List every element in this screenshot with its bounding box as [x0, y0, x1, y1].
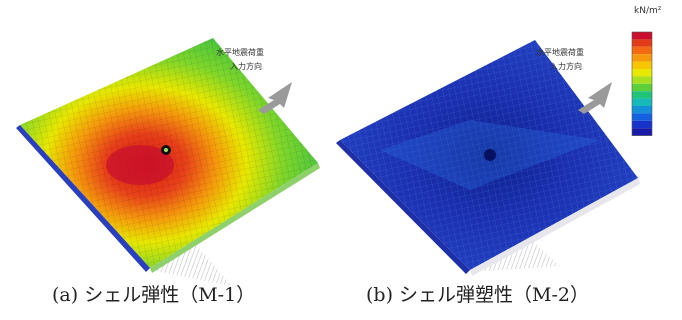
arrow-label-line1: 水平地震荷重 — [216, 48, 264, 57]
panel-b-column-node — [484, 149, 496, 161]
legend-values — [655, 32, 681, 135]
panel-b-model — [336, 40, 640, 276]
legend-value — [655, 84, 681, 91]
legend-swatch — [632, 91, 652, 99]
legend-value — [655, 128, 681, 135]
legend-swatch — [632, 39, 652, 47]
panel-a-edge-left — [16, 125, 150, 272]
legend-swatch — [632, 120, 652, 129]
legend-value — [655, 106, 681, 113]
legend-value — [655, 91, 681, 98]
legend-value — [655, 69, 681, 76]
legend-swatch — [632, 32, 652, 40]
legend-value — [655, 76, 681, 83]
legend-value — [655, 62, 681, 69]
legend-value — [655, 32, 681, 39]
legend-swatch — [632, 54, 652, 62]
legend-color-bar — [631, 31, 653, 136]
legend-value — [655, 121, 681, 128]
legend-swatch — [632, 61, 652, 69]
legend-value — [655, 54, 681, 61]
panel-a-model — [16, 38, 320, 286]
legend-swatch — [632, 113, 652, 121]
caption-a: (a) シェル弾性（M-1） — [52, 284, 256, 306]
legend-unit: kN/m² — [634, 6, 662, 16]
arrow-label-line2: 入力方向 — [230, 62, 262, 71]
arrow-label-line2: 入力方向 — [550, 62, 582, 71]
legend-value — [655, 113, 681, 120]
panel-a-edge-right — [150, 163, 320, 273]
legend-swatch — [632, 76, 652, 84]
legend-swatch — [632, 106, 652, 114]
panel-b-edge-left — [336, 140, 470, 274]
panel-a-hotspot — [106, 145, 174, 185]
legend-swatch — [632, 46, 652, 55]
legend-value — [655, 99, 681, 106]
legend-value — [655, 47, 681, 54]
legend-swatch — [632, 69, 652, 77]
caption-b: (b) シェル弾塑性（M-2） — [366, 284, 589, 306]
panel-b-arrow-label: 水平地震荷重 入力方向 — [536, 46, 584, 74]
legend-value — [655, 39, 681, 46]
arrow-label-line1: 水平地震荷重 — [536, 48, 584, 57]
panel-b-load-arrow — [578, 82, 612, 114]
panel-a-load-arrow — [258, 82, 292, 114]
legend-swatch — [632, 128, 652, 136]
legend-swatch — [632, 83, 652, 92]
panel-b-edge-right — [470, 178, 640, 276]
legend-swatch — [632, 98, 652, 106]
panel-a-arrow-label: 水平地震荷重 入力方向 — [216, 46, 264, 74]
